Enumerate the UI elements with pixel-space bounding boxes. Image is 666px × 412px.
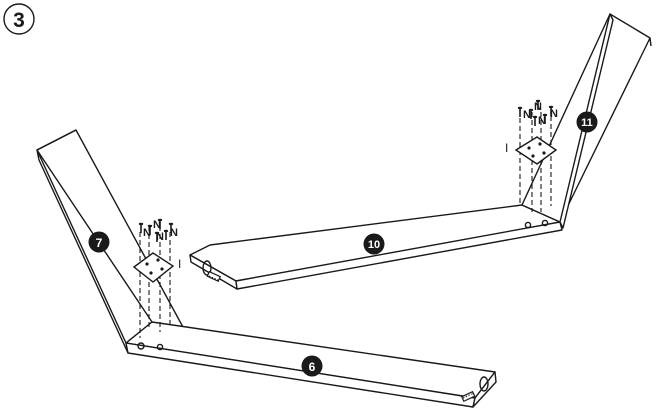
svg-text:N: N xyxy=(153,219,161,231)
callout-part-6: 6 xyxy=(301,355,323,377)
step-number: 3 xyxy=(13,9,25,32)
nail-letters-right: N N N N xyxy=(523,101,558,127)
callout-part-10: 10 xyxy=(363,233,385,255)
svg-text:N: N xyxy=(170,227,178,239)
part-11-label: 11 xyxy=(581,117,593,129)
nail-letters-left: N N N N xyxy=(143,219,178,243)
svg-text:N: N xyxy=(523,109,531,121)
svg-text:N: N xyxy=(156,231,164,243)
part-10-label: 10 xyxy=(368,239,380,251)
board-7 xyxy=(36,129,191,354)
alignment-lines-right xyxy=(519,112,552,212)
mending-plate-right xyxy=(514,136,558,165)
svg-text:N: N xyxy=(550,108,558,120)
svg-text:N: N xyxy=(538,115,546,127)
part-6-label: 6 xyxy=(309,360,316,374)
dowel-pin-10 xyxy=(206,270,222,283)
mending-plate-left xyxy=(132,252,175,283)
step-circle xyxy=(3,3,35,35)
plate-label-left: I xyxy=(178,257,181,271)
callout-part-7: 7 xyxy=(88,231,110,253)
svg-text:N: N xyxy=(143,227,151,239)
plate-label-right: I xyxy=(505,141,508,155)
dowel-pin-6 xyxy=(460,390,476,403)
svg-text:N: N xyxy=(534,101,542,113)
part-7-label: 7 xyxy=(96,236,103,250)
callout-part-11: 11 xyxy=(576,111,598,133)
step-badge: 3 xyxy=(3,3,35,35)
